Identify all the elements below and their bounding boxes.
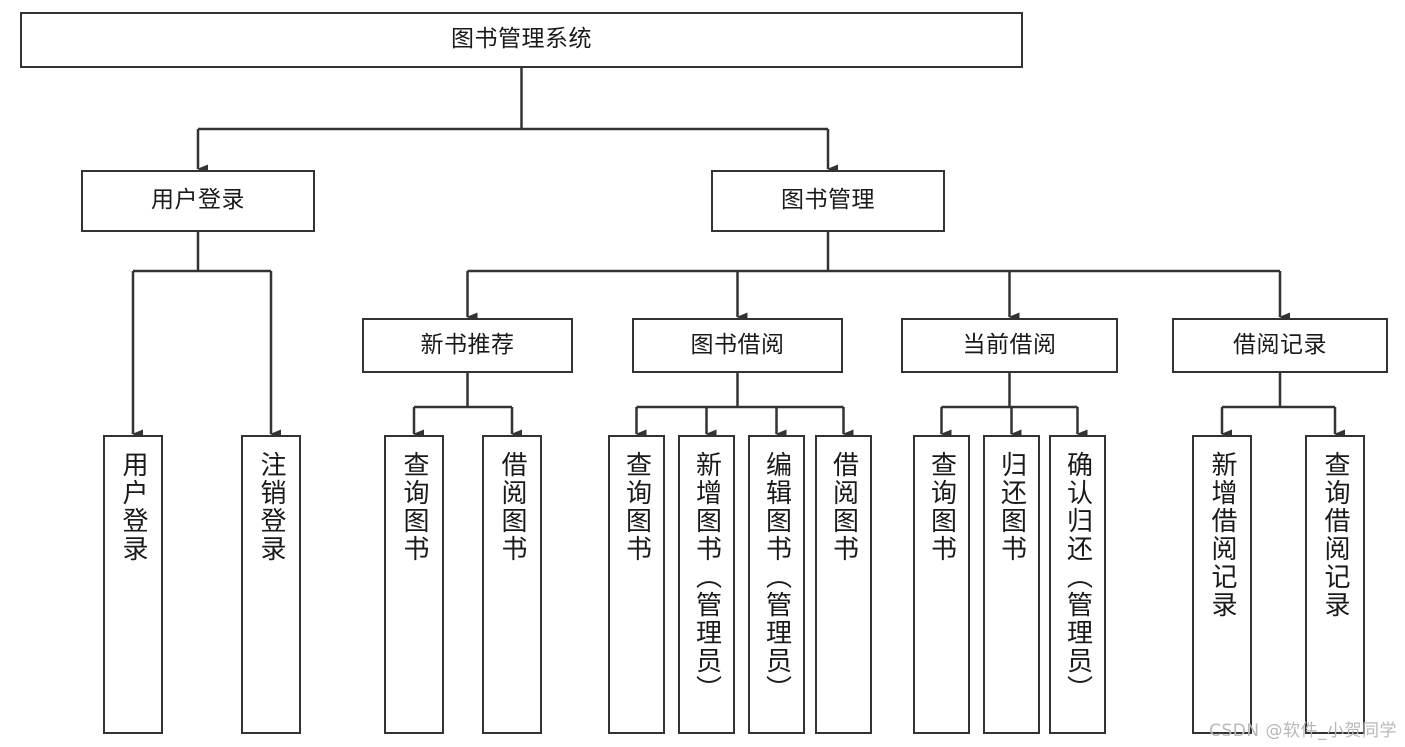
- node-l6[interactable]: 新增图书（管理员）: [678, 435, 735, 734]
- node-l10[interactable]: 归还图书: [983, 435, 1040, 734]
- node-label: 查询借阅记录: [1320, 451, 1350, 619]
- node-root[interactable]: 图书管理系统: [20, 12, 1023, 68]
- csdn-watermark: CSDN @软件_小贺同学: [1209, 721, 1397, 741]
- node-l13[interactable]: 查询借阅记录: [1305, 435, 1365, 734]
- node-l3[interactable]: 查询图书: [384, 435, 444, 734]
- node-l11[interactable]: 确认归还（管理员）: [1049, 435, 1106, 734]
- node-label: 查询图书: [621, 451, 652, 563]
- node-l1[interactable]: 用户登录: [103, 435, 163, 734]
- node-label: 借阅记录: [1233, 331, 1327, 358]
- node-label: 图书管理系统: [451, 26, 592, 53]
- node-label: 查询图书: [926, 451, 957, 563]
- node-label: 确认归还（管理员）: [1062, 451, 1093, 703]
- node-l4[interactable]: 借阅图书: [482, 435, 542, 734]
- node-label: 图书管理: [781, 187, 875, 214]
- node-l7[interactable]: 编辑图书（管理员）: [748, 435, 805, 734]
- node-label: 新增借阅记录: [1207, 451, 1237, 619]
- node-label: 借阅图书: [497, 451, 527, 563]
- node-label: 归还图书: [996, 451, 1027, 563]
- node-l9[interactable]: 查询图书: [913, 435, 970, 734]
- node-label: 注销登录: [256, 451, 286, 563]
- node-bookmgmt[interactable]: 图书管理: [711, 170, 945, 232]
- node-label: 查询图书: [399, 451, 429, 563]
- node-l5[interactable]: 查询图书: [608, 435, 665, 734]
- node-current[interactable]: 当前借阅: [901, 318, 1118, 373]
- node-label: 用户登录: [151, 187, 245, 214]
- node-label: 借阅图书: [828, 451, 859, 563]
- node-l8[interactable]: 借阅图书: [815, 435, 872, 734]
- node-label: 当前借阅: [962, 331, 1057, 358]
- node-label: 新书推荐: [420, 331, 515, 358]
- node-l2[interactable]: 注销登录: [241, 435, 301, 734]
- node-login[interactable]: 用户登录: [81, 170, 315, 232]
- node-borrow[interactable]: 图书借阅: [632, 318, 843, 373]
- node-l12[interactable]: 新增借阅记录: [1192, 435, 1252, 734]
- node-newbook[interactable]: 新书推荐: [362, 318, 573, 373]
- node-label: 图书借阅: [690, 331, 785, 358]
- node-records[interactable]: 借阅记录: [1172, 318, 1388, 373]
- node-label: 用户登录: [118, 451, 148, 563]
- node-label: 编辑图书（管理员）: [761, 451, 792, 703]
- node-label: 新增图书（管理员）: [691, 451, 722, 703]
